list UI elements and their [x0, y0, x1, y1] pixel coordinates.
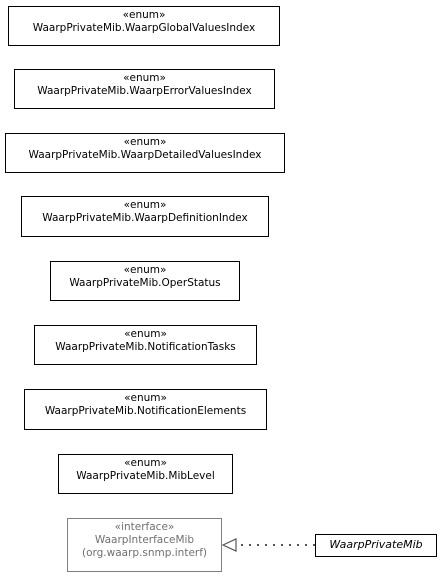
- enum-name: WaarpPrivateMib.WaarpGlobalValuesIndex: [32, 22, 256, 34]
- enum-name: WaarpPrivateMib.NotificationTasks: [55, 341, 236, 353]
- enum-box-waarp-error-values-index[interactable]: «enum» WaarpPrivateMib.WaarpErrorValuesI…: [14, 69, 275, 109]
- enum-box-notification-elements[interactable]: «enum» WaarpPrivateMib.NotificationEleme…: [24, 389, 267, 430]
- enum-box-mib-level[interactable]: «enum» WaarpPrivateMib.MibLevel: [58, 454, 233, 494]
- enum-name: WaarpPrivateMib.NotificationElements: [44, 405, 247, 417]
- enum-name: WaarpPrivateMib.MibLevel: [76, 470, 215, 482]
- interface-box-waarp-interface-mib[interactable]: «interface» WaarpInterfaceMib (org.waarp…: [67, 518, 222, 572]
- enum-box-notification-tasks[interactable]: «enum» WaarpPrivateMib.NotificationTasks: [34, 325, 257, 365]
- enum-name: WaarpPrivateMib.WaarpDefinitionIndex: [42, 212, 248, 224]
- enum-stereotype: «enum»: [122, 9, 166, 21]
- enum-stereotype: «enum»: [124, 392, 167, 404]
- enum-stereotype: «enum»: [124, 328, 167, 340]
- interface-package: (org.waarp.snmp.interf): [81, 547, 208, 559]
- enum-stereotype: «enum»: [123, 136, 167, 148]
- enum-box-waarp-detailed-values-index[interactable]: «enum» WaarpPrivateMib.WaarpDetailedValu…: [5, 133, 285, 173]
- enum-name: WaarpPrivateMib.OperStatus: [69, 277, 221, 289]
- interface-name: WaarpInterfaceMib: [94, 534, 195, 546]
- enum-box-waarp-global-values-index[interactable]: «enum» WaarpPrivateMib.WaarpGlobalValues…: [8, 6, 280, 46]
- enum-box-oper-status[interactable]: «enum» WaarpPrivateMib.OperStatus: [50, 261, 240, 301]
- enum-name: WaarpPrivateMib.WaarpDetailedValuesIndex: [28, 149, 262, 161]
- class-name: WaarpPrivateMib: [329, 538, 423, 551]
- enum-stereotype: «enum»: [123, 264, 167, 276]
- interface-stereotype: «interface»: [114, 521, 175, 533]
- enum-name: WaarpPrivateMib.WaarpErrorValuesIndex: [37, 85, 252, 97]
- class-box-waarp-private-mib[interactable]: WaarpPrivateMib: [315, 534, 437, 557]
- enum-stereotype: «enum»: [124, 457, 167, 469]
- enum-stereotype: «enum»: [123, 72, 166, 84]
- enum-box-waarp-definition-index[interactable]: «enum» WaarpPrivateMib.WaarpDefinitionIn…: [21, 196, 269, 237]
- enum-stereotype: «enum»: [123, 199, 167, 211]
- hollow-triangle-arrowhead-icon: [221, 538, 237, 552]
